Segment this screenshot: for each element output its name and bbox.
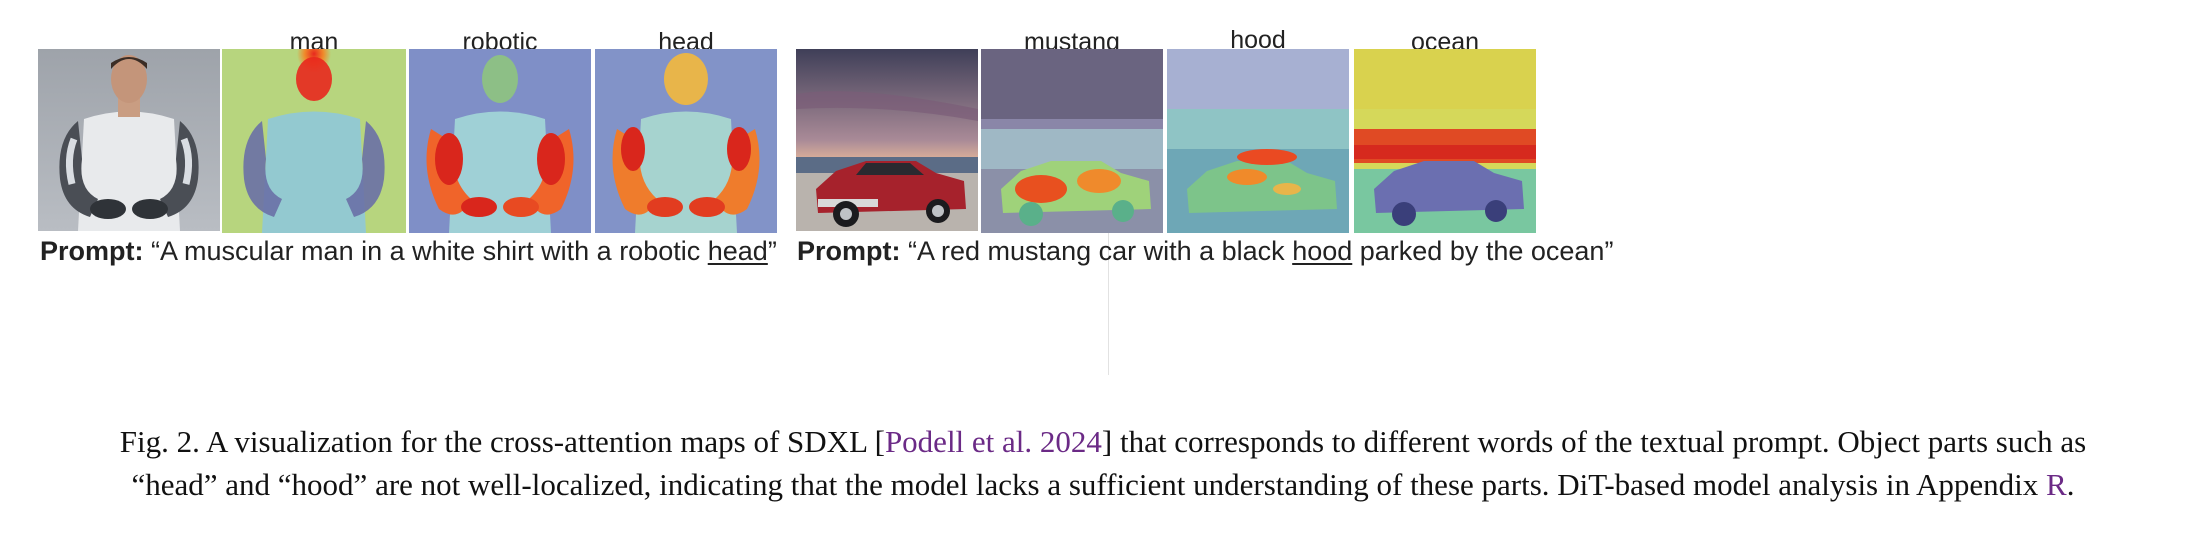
caption-line2-prefix: “head” and “hood” are not well-localized…	[131, 467, 2047, 502]
right-prompt-label: Prompt:	[797, 236, 901, 266]
left-prompt-close: ”	[767, 236, 777, 266]
attention-map-hood	[1167, 49, 1349, 233]
attention-map-ocean	[1354, 49, 1536, 233]
citation-link[interactable]: Podell et al. 2024	[884, 424, 1102, 459]
right-prompt-keyword: hood	[1292, 236, 1353, 266]
caption-line1-prefix: Fig. 2. A visualization for the cross-at…	[119, 424, 885, 459]
left-prompt-keyword: head	[707, 236, 768, 266]
caption-line-2: “head” and “hood” are not well-localized…	[40, 463, 2166, 506]
right-prompt-text: “A red mustang car with a black	[908, 236, 1293, 266]
right-prompt: Prompt: “A red mustang car with a black …	[797, 238, 1613, 265]
column-label-hood: hood	[1230, 26, 1286, 54]
figure-caption: Fig. 2. A visualization for the cross-at…	[40, 420, 2166, 506]
man-original-image	[38, 49, 220, 231]
left-prompt: Prompt: “A muscular man in a white shirt…	[40, 238, 777, 265]
attention-map-mustang	[981, 49, 1163, 233]
left-prompt-text: “A muscular man in a white shirt with a …	[151, 236, 708, 266]
attention-map-robotic	[409, 49, 591, 233]
caption-line2-suffix: .	[2066, 467, 2075, 502]
right-prompt-close: parked by the ocean”	[1352, 236, 1614, 266]
mustang-original-image	[796, 49, 978, 231]
caption-line1-suffix: ] that corresponds to different words of…	[1101, 424, 2087, 459]
caption-line-1: Fig. 2. A visualization for the cross-at…	[40, 420, 2166, 463]
attention-map-man	[222, 49, 406, 233]
left-prompt-label: Prompt:	[40, 236, 144, 266]
appendix-link[interactable]: R	[2046, 467, 2067, 502]
attention-map-head	[595, 49, 777, 233]
